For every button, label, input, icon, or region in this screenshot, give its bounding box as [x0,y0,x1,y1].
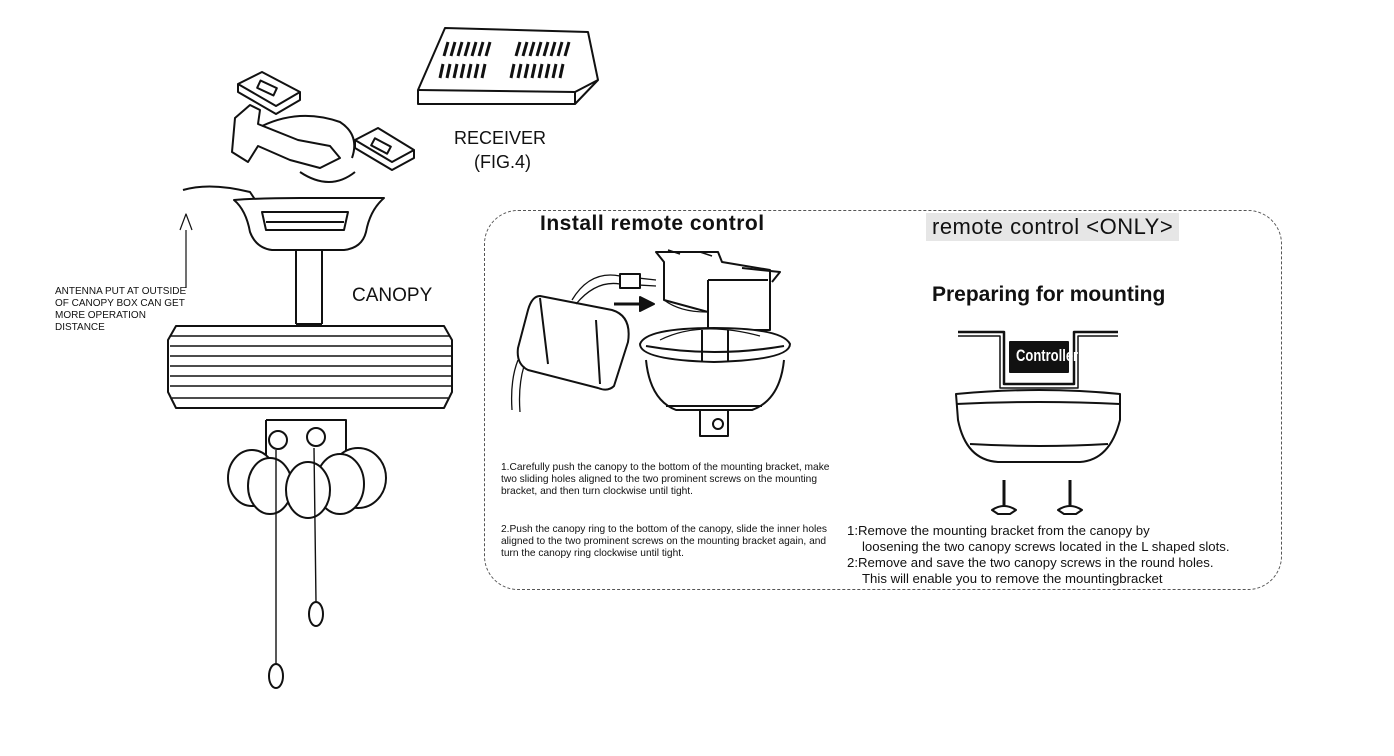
antenna-wire [182,185,263,211]
remove-step-2-line-1: 2:Remove and save the two canopy screws … [847,555,1214,570]
instructions-panel [484,210,1282,590]
remove-step-2-line-2: This will enable you to remove the mount… [862,571,1163,586]
remote-only-title: remote control <ONLY> [926,213,1180,241]
receiver-box [417,27,599,105]
antenna-note-line: MORE OPERATION [55,310,146,321]
install-illustration [510,249,791,437]
antenna-note-line: ANTENNA PUT AT OUTSIDE [55,286,187,297]
prep-title: Preparing for mounting [932,283,1166,306]
install-title: Install remote control [540,212,765,235]
install-step-2: 2.Push the canopy ring to the bottom of … [501,524,828,559]
motor-housing [167,325,453,409]
controller-label: Controller [1016,346,1079,365]
install-step-1: 1.Carefully push the canopy to the botto… [501,462,830,497]
prep-illustration [955,330,1121,515]
antenna-note: ANTENNA PUT AT OUTSIDE OF CANOPY BOX CAN… [55,286,186,334]
canopy [233,197,385,325]
receiver-figure-label: (FIG.4) [474,152,531,172]
antenna-note-line: DISTANCE [55,322,105,333]
light-kit [227,419,387,689]
remove-step-2: 2:Remove and save the two canopy screws … [847,555,1214,587]
remove-step-1-line-2: loosening the two canopy screws located … [862,539,1230,554]
mounting-bracket [231,71,415,183]
antenna-note-line: OF CANOPY BOX CAN GET [55,298,185,309]
canopy-label: CANOPY [352,285,433,306]
receiver-title: RECEIVER [454,128,547,148]
remove-step-1: 1:Remove the mounting bracket from the c… [847,523,1230,555]
remove-step-1-line-1: 1:Remove the mounting bracket from the c… [847,523,1150,538]
